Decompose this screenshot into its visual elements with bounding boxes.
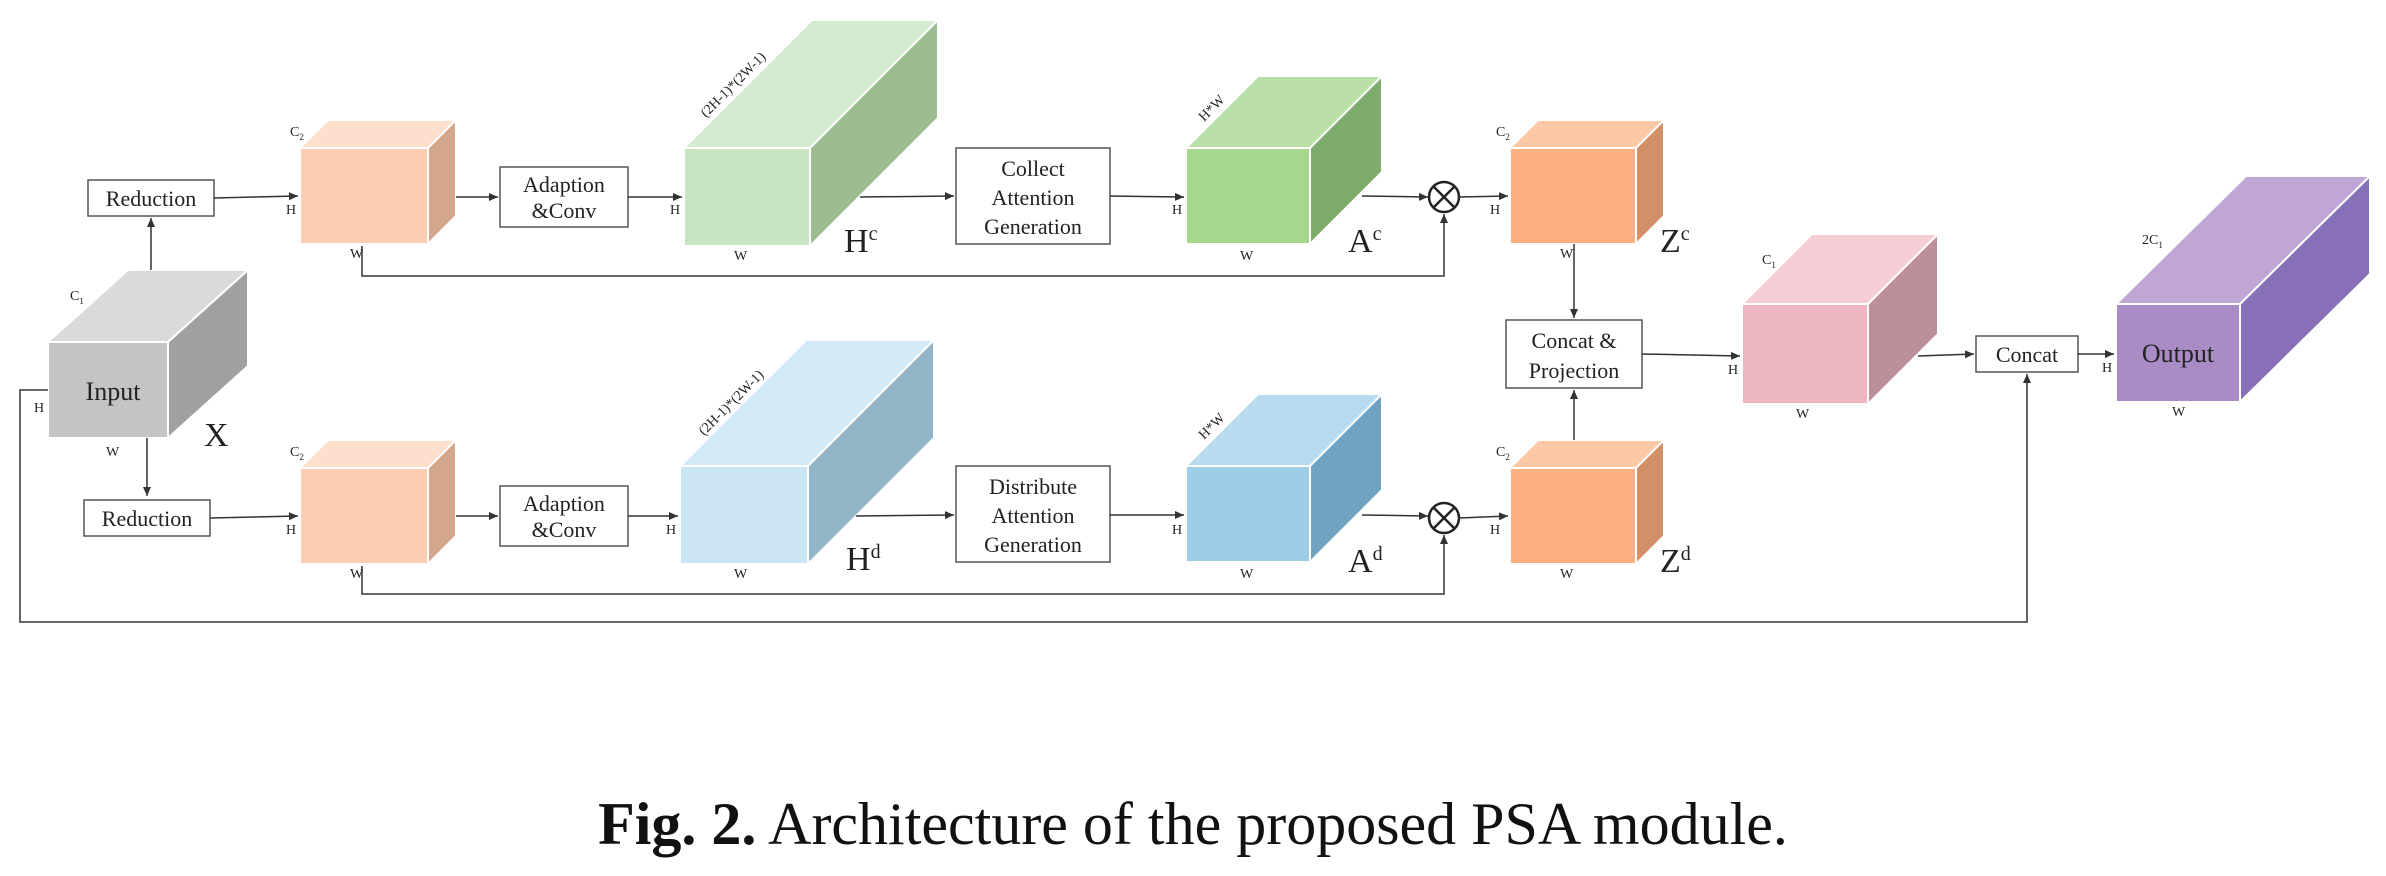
- hc-cube: [681, 17, 941, 249]
- distribute-label-2: Attention: [991, 503, 1074, 528]
- hc-h-label: H: [670, 203, 680, 218]
- hd-cube: [677, 337, 937, 567]
- adaption-bottom-label-2: &Conv: [532, 517, 597, 542]
- zd-c2-label: C2: [1496, 445, 1510, 462]
- pink-cube: [1739, 231, 1941, 407]
- multiply-top-icon: [1427, 180, 1461, 214]
- distribute-attention-box: [955, 465, 1111, 563]
- multiply-bottom-icon: [1427, 501, 1461, 535]
- peach-bottom-w-label: W: [350, 567, 364, 582]
- ad-w-label: W: [1240, 567, 1254, 582]
- reduction-top-arrow: [213, 192, 299, 201]
- hc-to-collect-arrow: [859, 192, 955, 201]
- zc-h-label: H: [1490, 203, 1500, 218]
- adaption-top-label-2: &Conv: [532, 198, 597, 223]
- zc-w-label: W: [1560, 247, 1574, 262]
- collect-label-1: Collect: [1001, 156, 1065, 181]
- collect-label-3: Generation: [984, 214, 1082, 239]
- reduction-bottom-arrow: [209, 512, 299, 521]
- reduction-bottom-box: [83, 499, 211, 537]
- ad-to-mult-bottom-arrow: [1361, 511, 1429, 520]
- mult-top-to-zc-arrow: [1458, 192, 1509, 201]
- hd-label: Hd: [846, 541, 881, 578]
- zd-label: Zd: [1660, 543, 1691, 580]
- ac-label: Ac: [1348, 223, 1382, 260]
- output-label: Output: [2142, 339, 2215, 368]
- distribute-label-3: Generation: [984, 532, 1082, 557]
- peach-bottom-skip-arrow: [361, 535, 1448, 595]
- hd-h-label: H: [666, 523, 676, 538]
- output-cube: Output: [2113, 173, 2373, 405]
- zd-h-label: H: [1490, 523, 1500, 538]
- adaption-bottom-box: [499, 485, 629, 547]
- input-h-label: H: [34, 401, 44, 416]
- peach-top-h-label: H: [286, 203, 296, 218]
- concat-box: [1975, 335, 2079, 373]
- input-cube: Input: [45, 267, 251, 441]
- adaption-top-box: [499, 166, 629, 228]
- zc-c2-label: C2: [1496, 125, 1510, 142]
- ac-h-label: H: [1172, 203, 1182, 218]
- peach-cube-bottom: [297, 437, 459, 567]
- output-w-label: W: [2172, 405, 2186, 420]
- output-2c1-label: 2C1: [2142, 233, 2163, 250]
- collect-to-ac-arrow: [1109, 192, 1185, 201]
- ac-to-mult-top-arrow: [1361, 192, 1429, 201]
- ad-h-label: H: [1172, 523, 1182, 538]
- ad-cube: [1183, 391, 1385, 565]
- collect-attention-box: [955, 147, 1111, 245]
- reduction-bottom-label: Reduction: [102, 506, 192, 531]
- peach-bottom-c2-label: C2: [290, 445, 304, 462]
- caption-text: Architecture of the proposed PSA module.: [756, 791, 1788, 857]
- hc-w-label: W: [734, 249, 748, 264]
- zc-cube: [1507, 117, 1667, 247]
- ad-label: Ad: [1348, 543, 1383, 580]
- peach-top-c2-label: C2: [290, 125, 304, 142]
- output-h-label: H: [2102, 361, 2112, 376]
- adaption-top-label-1: Adaption: [523, 172, 605, 197]
- input-label: Input: [86, 377, 142, 406]
- x-label: X: [204, 417, 229, 454]
- concat-proj-to-pink-arrow: [1641, 351, 1741, 360]
- reduction-top-label: Reduction: [106, 186, 196, 211]
- pink-h-label: H: [1728, 363, 1738, 378]
- hd-w-label: W: [734, 567, 748, 582]
- concat-proj-label-2: Projection: [1529, 358, 1619, 383]
- peach-cube-top: [297, 117, 459, 247]
- psa-architecture-diagram: Input C1 H W X Reduction C2 H W Adaption…: [19, 17, 2373, 623]
- collect-label-2: Attention: [991, 185, 1074, 210]
- mult-bottom-to-zd-arrow: [1458, 512, 1509, 521]
- adaption-bottom-label-1: Adaption: [523, 491, 605, 516]
- caption-label: Fig. 2.: [598, 791, 757, 857]
- pink-w-label: W: [1796, 407, 1810, 422]
- peach-top-skip-arrow: [361, 214, 1448, 277]
- zd-cube: [1507, 437, 1667, 567]
- pink-c1-label: C1: [1762, 253, 1776, 270]
- reduction-top-box: [87, 179, 215, 217]
- peach-bottom-h-label: H: [286, 523, 296, 538]
- hc-label: Hc: [844, 223, 878, 260]
- input-c1-label: C1: [70, 289, 84, 306]
- figure-caption: Fig. 2. Architecture of the proposed PSA…: [0, 790, 2386, 859]
- concat-proj-label-1: Concat &: [1532, 328, 1617, 353]
- distribute-label-1: Distribute: [989, 474, 1077, 499]
- input-residual-arrow: [19, 374, 2031, 623]
- concat-label: Concat: [1996, 342, 2058, 367]
- hd-to-distribute-arrow: [855, 511, 955, 520]
- ac-w-label: W: [1240, 249, 1254, 264]
- zc-label: Zc: [1660, 223, 1690, 260]
- ac-cube: [1183, 73, 1385, 247]
- pink-to-concat-arrow: [1917, 350, 1975, 359]
- peach-top-w-label: W: [350, 247, 364, 262]
- zd-w-label: W: [1560, 567, 1574, 582]
- input-w-label: W: [106, 445, 120, 460]
